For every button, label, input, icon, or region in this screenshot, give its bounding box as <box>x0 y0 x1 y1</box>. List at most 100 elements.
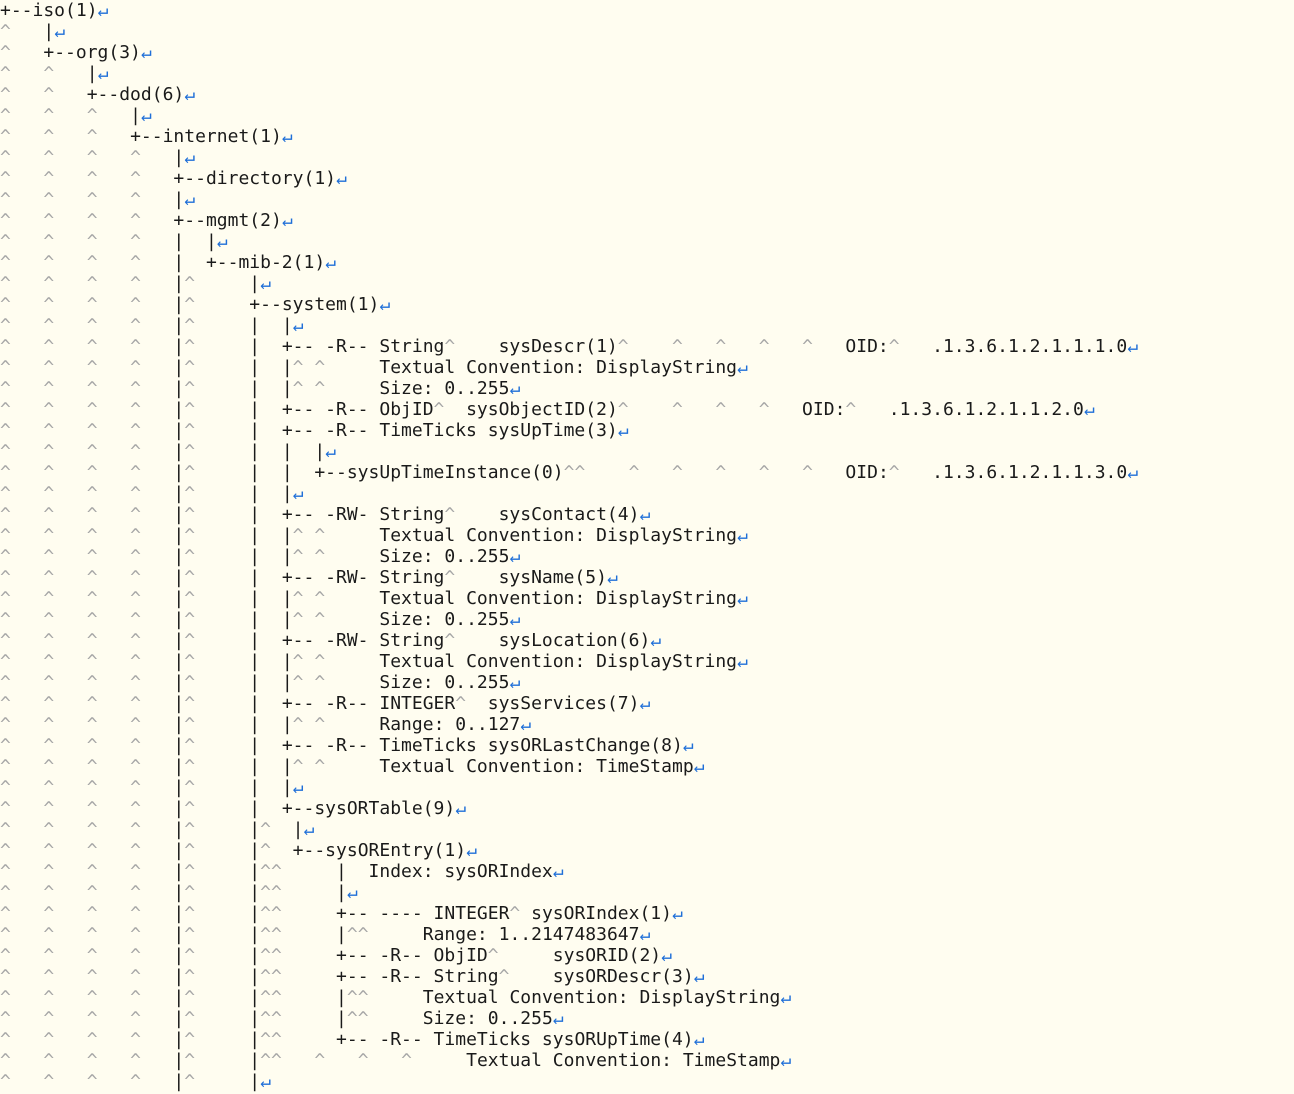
tab-marker: ^ <box>130 273 141 294</box>
editor-line[interactable]: ^ ^ ^ ^ |^ | +-- -R-- TimeTicks sysUpTim… <box>0 420 629 441</box>
line-text <box>726 399 759 420</box>
editor-line[interactable]: ^ ^ ^ ^ |↵ <box>0 147 195 168</box>
tab-marker: ^ <box>0 819 11 840</box>
line-text <box>11 777 44 798</box>
tab-marker: ^ <box>43 441 55 462</box>
tab-marker: ^ <box>184 903 196 924</box>
line-text <box>11 924 44 945</box>
editor-line[interactable]: ^ ^ |↵ <box>0 63 108 84</box>
editor-line[interactable]: ^ |↵ <box>0 21 65 42</box>
editor-line[interactable]: ^ ^ ^ ^ |^ | |↵ <box>0 777 304 798</box>
editor-line[interactable]: ^ ^ ^ ^ |^ | +-- -RW- String^ sysContact… <box>0 504 650 525</box>
editor-line[interactable]: ^ ^ ^ ^ |^ | |^ ^ Range: 0..127↵ <box>0 714 531 735</box>
newline-marker: ↵ <box>281 126 293 147</box>
editor-line[interactable]: ^ ^ ^ ^ |↵ <box>0 189 195 210</box>
line-text <box>11 819 44 840</box>
editor-line[interactable]: ^ ^ ^ ^ | +--mib-2(1)↵ <box>0 252 336 273</box>
editor-line[interactable]: ^ ^ ^ ^ +--directory(1)↵ <box>0 168 347 189</box>
line-text: | <box>195 819 261 840</box>
editor-line[interactable]: ^ ^ ^ ^ |^ |^ |↵ <box>0 819 314 840</box>
editor-line[interactable]: ^ ^ ^ ^ |^ |↵ <box>0 1071 271 1092</box>
tab-marker: ^ <box>0 861 11 882</box>
newline-marker: ↵ <box>682 735 694 756</box>
tab-marker: ^ <box>0 924 11 945</box>
editor-line[interactable]: ^ ^ ^ ^ |^ | |^ ^ Textual Convention: Ti… <box>0 756 705 777</box>
newline-marker: ↵ <box>520 714 532 735</box>
line-text <box>11 735 44 756</box>
editor-line[interactable]: ^ ^ ^ ^ |^ |^^ ^ ^ ^ Textual Convention:… <box>0 1050 791 1071</box>
editor-line[interactable]: ^ ^ ^ ^ |^ | |^ ^ Textual Convention: Di… <box>0 357 748 378</box>
editor-line[interactable]: ^ ^ ^ +--internet(1)↵ <box>0 126 293 147</box>
editor-line[interactable]: ^ ^ ^ ^ |^ | | +--sysUpTimeInstance(0)^^… <box>0 462 1138 483</box>
line-text <box>282 1050 315 1071</box>
tab-marker: ^ <box>671 336 683 357</box>
line-text <box>98 168 131 189</box>
editor-line[interactable]: ^ ^ ^ ^ |^ | |↵ <box>0 315 304 336</box>
editor-line[interactable]: ^ ^ ^ |↵ <box>0 105 152 126</box>
editor-line[interactable]: ^ ^ ^ ^ |^ |^^ |↵ <box>0 882 358 903</box>
tab-marker: ^ <box>130 1071 141 1092</box>
tab-marker: ^ <box>271 966 282 987</box>
line-text <box>98 546 131 567</box>
editor-line[interactable]: ^ ^ ^ ^ |^ |^^ +-- -R-- TimeTicks sysORU… <box>0 1029 705 1050</box>
tab-marker: ^ <box>43 336 55 357</box>
tab-marker: ^ <box>86 399 98 420</box>
editor-line[interactable]: ^ ^ ^ ^ |^ | | |↵ <box>0 441 336 462</box>
line-text <box>98 1029 131 1050</box>
line-text: sysContact(4) <box>455 504 640 525</box>
editor-line[interactable]: ^ +--org(3)↵ <box>0 42 152 63</box>
newline-marker: ↵ <box>140 105 152 126</box>
line-text: Size: 0..255 <box>325 378 510 399</box>
tab-marker: ^ <box>271 882 282 903</box>
line-text: | <box>140 777 185 798</box>
editor-line[interactable]: ^ ^ ^ ^ |^ |^^ |^^ Textual Convention: D… <box>0 987 791 1008</box>
editor-line[interactable]: ^ ^ ^ ^ |^ | +-- -RW- String^ sysName(5)… <box>0 567 618 588</box>
editor-line[interactable]: ^ ^ ^ ^ |^ | +-- -R-- INTEGER^ sysServic… <box>0 693 650 714</box>
editor-line[interactable]: +--iso(1)↵ <box>0 0 108 21</box>
line-text <box>54 525 87 546</box>
line-text: sysName(5) <box>455 567 607 588</box>
tab-marker: ^ <box>271 903 282 924</box>
newline-marker: ↵ <box>325 441 337 462</box>
editor-line[interactable]: ^ ^ ^ ^ |^ |^^ +-- -R-- String^ sysORDes… <box>0 966 705 987</box>
tab-marker: ^ <box>130 420 141 441</box>
editor-line[interactable]: ^ ^ ^ ^ |^ | |^ ^ Textual Convention: Di… <box>0 651 748 672</box>
editor-line[interactable]: ^ ^ ^ ^ |^ |^^ |^^ Size: 0..255↵ <box>0 1008 564 1029</box>
editor-line[interactable]: ^ ^ ^ ^ |^ | |^ ^ Textual Convention: Di… <box>0 588 748 609</box>
line-text <box>98 294 131 315</box>
tab-marker: ^ <box>43 672 55 693</box>
tab-marker: ^ <box>184 966 196 987</box>
editor-line[interactable]: ^ ^ ^ ^ |^ | |^ ^ Size: 0..255↵ <box>0 378 520 399</box>
editor-line[interactable]: ^ ^ ^ ^ |^ | |^ ^ Size: 0..255↵ <box>0 609 520 630</box>
editor-line[interactable]: ^ ^ ^ ^ |^ | +-- -R-- ObjID^ sysObjectID… <box>0 399 1095 420</box>
tab-marker: ^ <box>292 546 304 567</box>
editor-line[interactable]: ^ ^ ^ ^ |^ +--system(1)↵ <box>0 294 390 315</box>
editor-line[interactable]: ^ ^ ^ ^ | |↵ <box>0 231 228 252</box>
tab-marker: ^ <box>86 882 98 903</box>
editor-line[interactable]: ^ ^ ^ ^ |^ | |^ ^ Size: 0..255↵ <box>0 546 520 567</box>
editor-line[interactable]: ^ ^ ^ ^ |^ | +--sysORTable(9)↵ <box>0 798 466 819</box>
editor-line[interactable]: ^ ^ ^ ^ |^ |^^ +-- -R-- ObjID^ sysORID(2… <box>0 945 672 966</box>
editor-line[interactable]: ^ ^ ^ ^ |^ | +-- -R-- String^ sysDescr(1… <box>0 336 1138 357</box>
editor-line[interactable]: ^ ^ ^ ^ |^ |↵ <box>0 273 271 294</box>
tab-marker: ^ <box>43 525 55 546</box>
tab-marker: ^ <box>130 378 141 399</box>
editor-line[interactable]: ^ ^ ^ ^ |^ |^^ | Index: sysORIndex↵ <box>0 861 564 882</box>
editor-line[interactable]: ^ ^ ^ ^ |^ | |^ ^ Textual Convention: Di… <box>0 525 748 546</box>
tab-marker: ^ <box>845 399 857 420</box>
tab-marker: ^ <box>86 462 98 483</box>
editor-line[interactable]: ^ ^ ^ ^ |^ | |↵ <box>0 483 304 504</box>
editor-line[interactable]: ^ ^ ^ ^ |^ |^ +--sysOREntry(1)↵ <box>0 840 477 861</box>
editor-line[interactable]: ^ ^ ^ ^ +--mgmt(2)↵ <box>0 210 293 231</box>
editor-line[interactable]: ^ ^ ^ ^ |^ |^^ |^^ Range: 1..2147483647↵ <box>0 924 650 945</box>
editor-line[interactable]: ^ ^ +--dod(6)↵ <box>0 84 195 105</box>
editor-line[interactable]: ^ ^ ^ ^ |^ | |^ ^ Size: 0..255↵ <box>0 672 520 693</box>
editor-line[interactable]: ^ ^ ^ ^ |^ | +-- -R-- TimeTicks sysORLas… <box>0 735 694 756</box>
line-text <box>98 966 131 987</box>
editor-line[interactable]: ^ ^ ^ ^ |^ |^^ +-- ---- INTEGER^ sysORIn… <box>0 903 683 924</box>
tab-marker: ^ <box>314 672 326 693</box>
editor-line[interactable]: ^ ^ ^ ^ |^ | +-- -RW- String^ sysLocatio… <box>0 630 661 651</box>
tab-marker: ^ <box>130 945 141 966</box>
tab-marker: ^ <box>0 336 11 357</box>
